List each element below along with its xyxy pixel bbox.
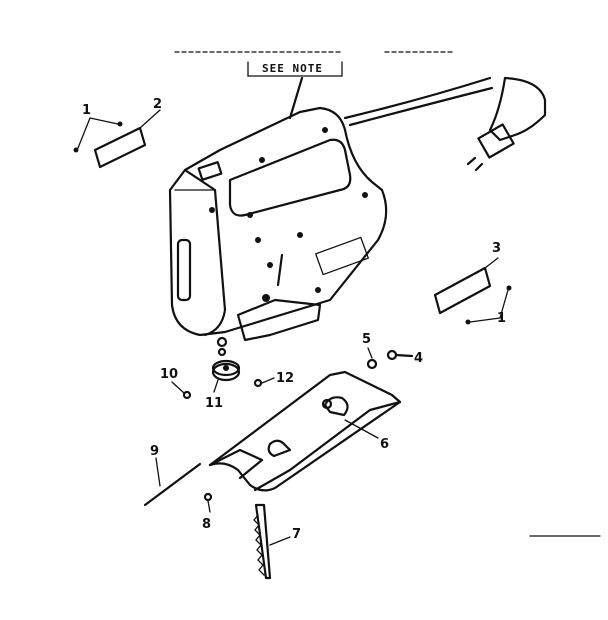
screw-and-washer: 5 4 (362, 332, 423, 370)
callout-10: 10 (160, 367, 178, 382)
callout-1-left: 1 (82, 103, 91, 118)
callout-12: 12 (276, 371, 294, 386)
callout-4: 4 (414, 351, 423, 366)
see-note-label: SEE NOTE (262, 62, 323, 75)
power-cord (343, 76, 547, 172)
pin: 9 (143, 444, 202, 507)
callout-3: 3 (492, 241, 501, 256)
blade: 7 (253, 503, 301, 580)
roller-assembly: 10 11 12 (160, 359, 294, 411)
callout-1-right: 1 (497, 311, 506, 326)
callout-6: 6 (380, 437, 389, 452)
callout-8: 8 (202, 517, 211, 532)
see-note-callout: SEE NOTE (247, 61, 343, 120)
callout-11: 11 (205, 396, 223, 411)
nameplate-left: 2 1 (73, 97, 162, 169)
callout-2: 2 (153, 97, 162, 112)
callout-9: 9 (150, 444, 159, 459)
callout-5: 5 (362, 332, 371, 347)
nameplate-right: 3 1 (433, 241, 512, 326)
saw-housing (168, 106, 388, 357)
saw-shoe: 6 (208, 370, 402, 492)
screw: 8 (202, 492, 213, 532)
callout-7: 7 (292, 527, 301, 542)
